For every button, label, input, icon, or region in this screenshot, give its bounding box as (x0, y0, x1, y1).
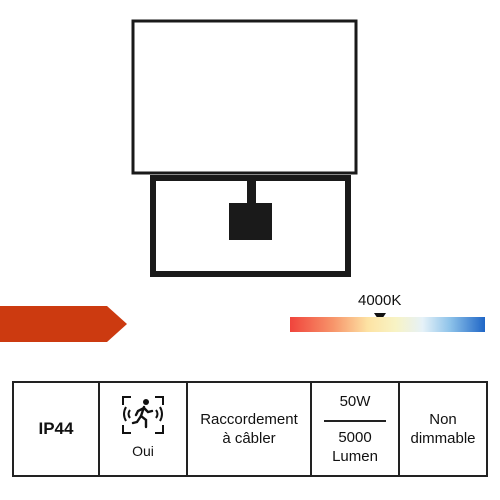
arrow-shape (0, 306, 127, 342)
power-divider (324, 419, 386, 422)
bracket-mount-block (229, 203, 272, 240)
lamp-body-outline (131, 19, 358, 175)
ip-rating-cell: IP44 (14, 383, 100, 475)
power-lumen-cell: 50W 5000 Lumen (312, 383, 400, 475)
mounting-bracket-outline (150, 175, 351, 277)
orange-arrow-banner (0, 306, 127, 342)
motion-sensor-label: Oui (132, 443, 154, 459)
spec-table: IP44 Oui Raccord (12, 381, 488, 477)
dimming-line1: Non (429, 411, 457, 428)
product-outline-drawing (131, 19, 358, 277)
motion-sensor-cell: Oui (100, 383, 188, 475)
dimming-line2: dimmable (410, 430, 476, 447)
ip-rating: IP44 (38, 419, 74, 438)
dimming-cell: Non dimmable (400, 383, 486, 475)
color-temperature-label: 4000K (358, 292, 402, 309)
lumen-unit: Lumen (332, 447, 378, 465)
color-temperature-gradient-bar (290, 317, 485, 332)
connection-line1: Raccordement (200, 411, 298, 428)
connection-cell: Raccordement à câbler (188, 383, 312, 475)
motion-sensor-icon (122, 396, 164, 434)
lumen-value: 5000 (338, 428, 372, 446)
bracket-stem (247, 178, 256, 206)
connection-line2: à câbler (222, 430, 276, 447)
power-value: 50W (339, 392, 371, 410)
